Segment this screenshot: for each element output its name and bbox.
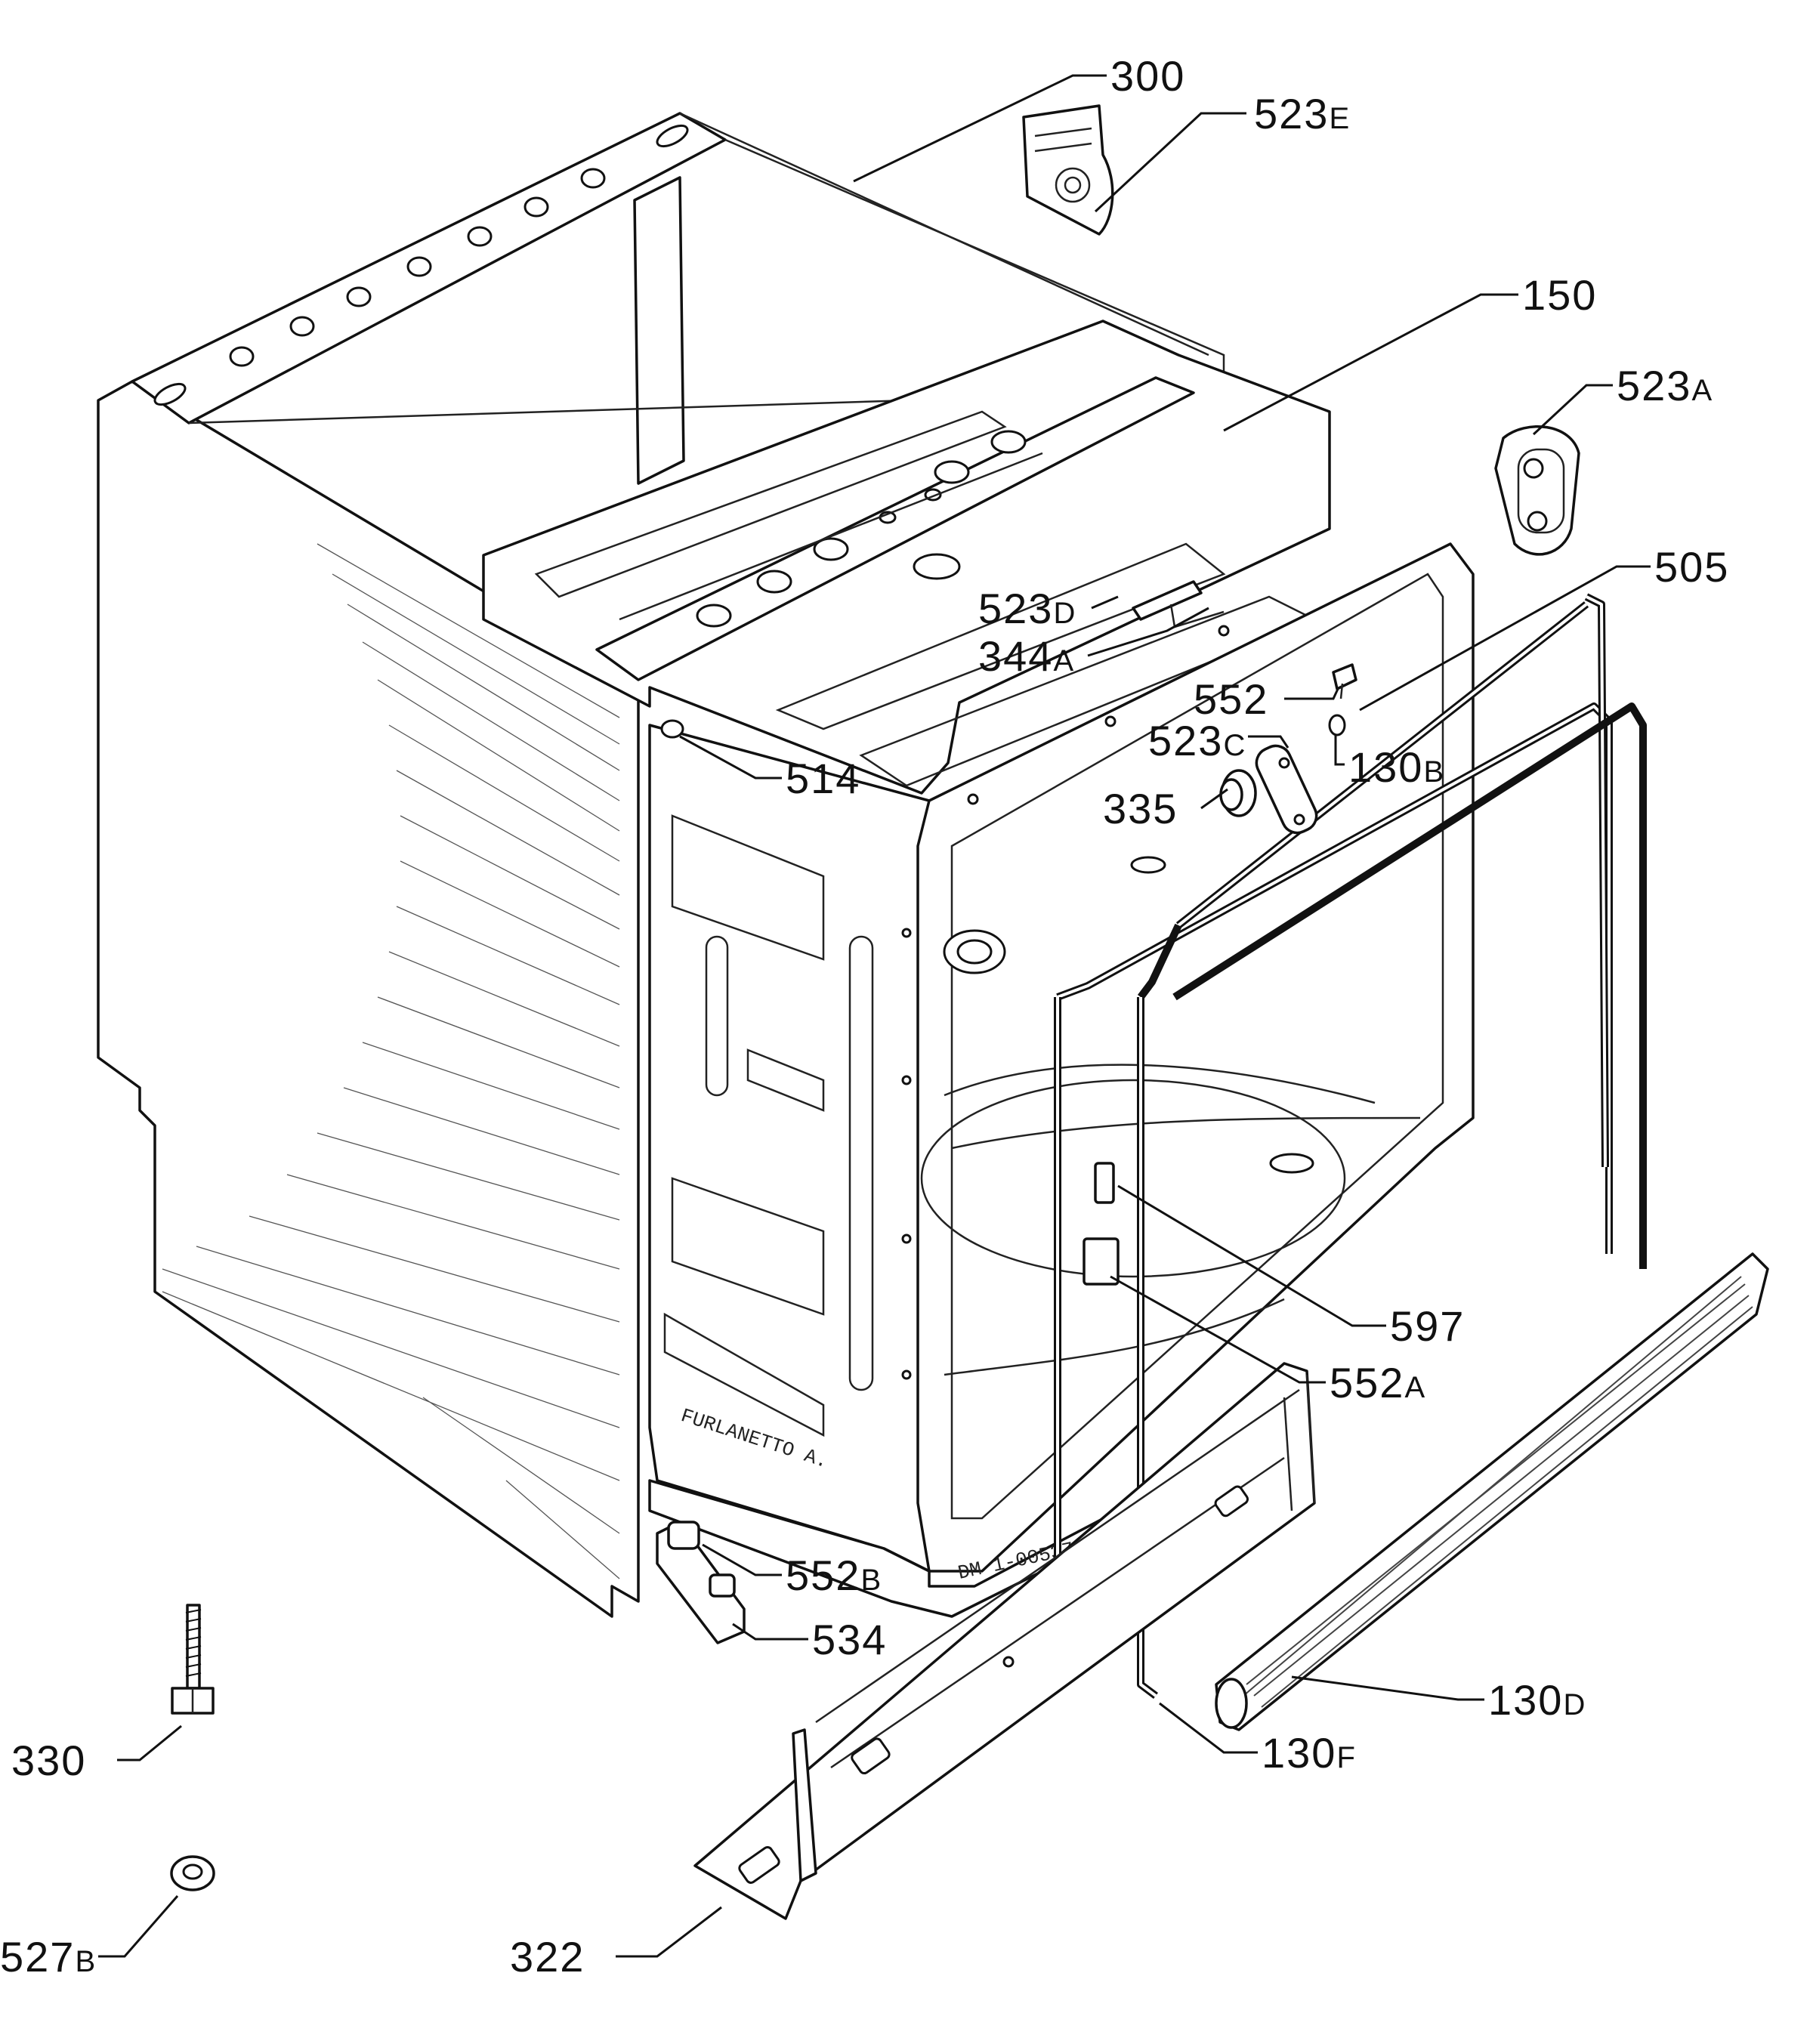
lower-seal-strip-130d: [1215, 1252, 1769, 1731]
leveling-screw-330: [171, 1604, 215, 1715]
label-514: 514: [786, 755, 860, 802]
label-552b: 552B: [786, 1552, 882, 1599]
label-597: 597: [1390, 1302, 1465, 1350]
label-523a: 523A: [1617, 362, 1713, 409]
door-seals: [1054, 593, 1647, 1699]
label-130f: 130F: [1262, 1729, 1357, 1777]
label-344a: 344A: [978, 632, 1075, 680]
side-panel-hatching: [162, 543, 620, 1579]
nut-527b: [170, 1855, 215, 1891]
screw-514: [660, 719, 684, 739]
label-130d: 130D: [1488, 1676, 1586, 1724]
label-552a: 552A: [1330, 1359, 1426, 1406]
label-523c: 523C: [1148, 717, 1246, 764]
hinge-552b-534: [656, 1521, 746, 1644]
label-534: 534: [812, 1616, 887, 1663]
label-335: 335: [1103, 785, 1178, 832]
outer-cabinet: [97, 112, 1225, 1618]
label-523e: 523E: [1254, 90, 1351, 137]
hinge-cover-523a: [1494, 425, 1580, 556]
label-130b: 130B: [1348, 743, 1445, 791]
base-rail-322: [693, 1362, 1316, 1920]
bracket-523e: [1022, 104, 1114, 236]
label-505: 505: [1654, 543, 1729, 591]
label-322: 322: [510, 1933, 585, 1981]
label-330: 330: [11, 1737, 86, 1784]
label-552: 552: [1194, 675, 1268, 723]
door-catch-parts: [1083, 580, 1357, 1286]
label-150: 150: [1522, 271, 1597, 319]
label-527b: 527B: [0, 1933, 97, 1981]
part-labels: 300 523E 150 523A 505 523D 344A 552 523C…: [0, 52, 1729, 1981]
leader-lines: [98, 74, 1651, 1958]
label-523d: 523D: [978, 585, 1076, 632]
label-300: 300: [1110, 52, 1185, 100]
